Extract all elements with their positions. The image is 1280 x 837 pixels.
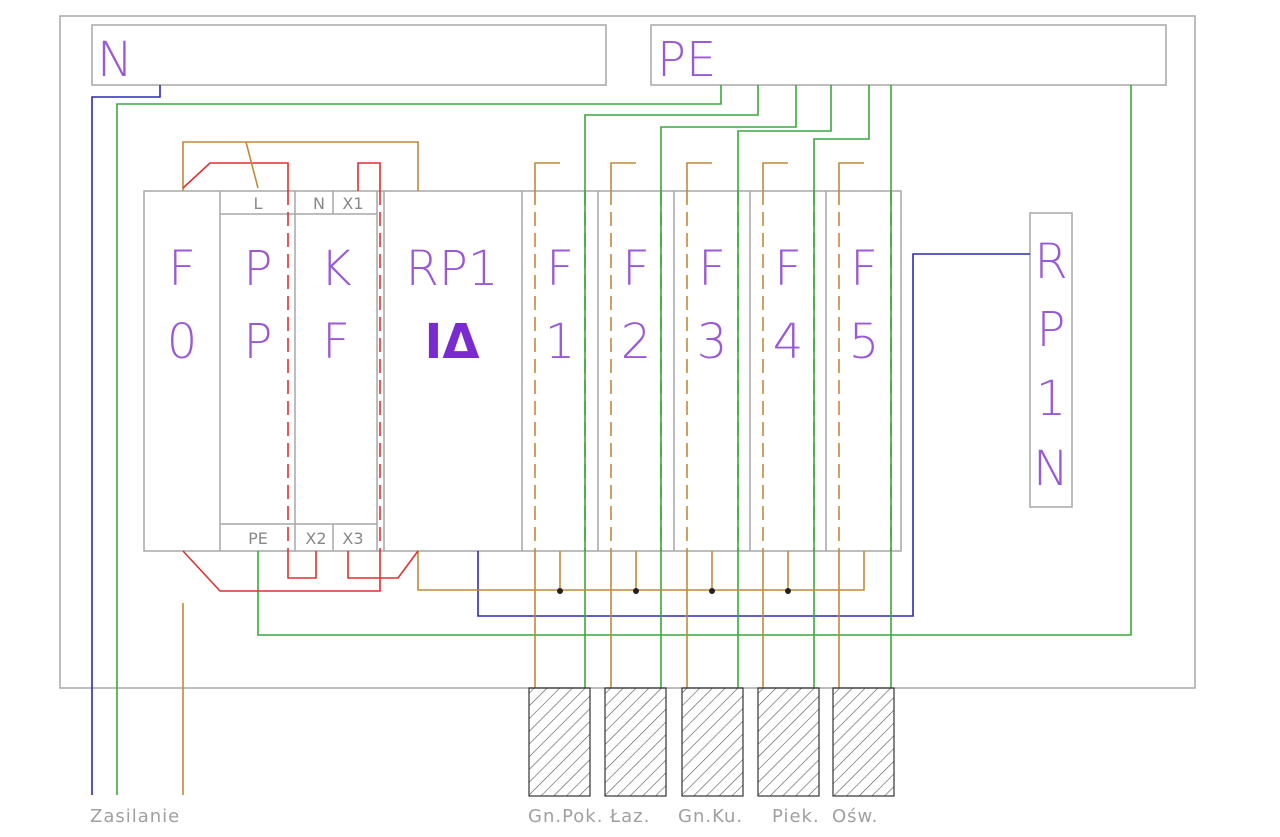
control-bottom-left-wire (182, 550, 381, 592)
f3-label-2: 3 (697, 314, 728, 370)
pe-supply-wire (116, 85, 722, 795)
kf-terminal-x3: X3 (342, 529, 363, 548)
phase-bottom-bus (417, 551, 865, 591)
control-top-right-wire (357, 162, 381, 191)
rp1-label-2: IΔ (424, 314, 479, 370)
rp1-label-1: RP1 (406, 241, 499, 297)
f0-label-2: 0 (167, 314, 198, 370)
pp-terminal-l: L (254, 194, 263, 213)
phase-top-link (245, 141, 259, 189)
rp1n-char-2: P (1037, 302, 1066, 358)
phase-circuit-wires (534, 162, 864, 688)
n-busbar: N (91, 24, 607, 88)
phase-top-bridge (182, 141, 419, 191)
control-top-wire (182, 162, 289, 191)
circuit-label-3: Gn.Ku. (678, 806, 743, 827)
circuit-label-5: Ośw. (832, 806, 878, 827)
f1-label-1: F (546, 241, 574, 297)
pp-label-2: P (244, 314, 273, 370)
kf-terminal-x1: X1 (342, 194, 363, 213)
module-row (143, 190, 902, 552)
phase-bus-taps (557, 551, 791, 594)
circuit-label-1: Gn.Pok. (528, 806, 603, 827)
f4-label-1: F (774, 241, 802, 297)
f2-label-2: 2 (621, 314, 652, 370)
f2-label-1: F (622, 241, 650, 297)
control-bottom-x3-wire (347, 550, 419, 579)
f1-label-2: 1 (545, 314, 576, 370)
f0-label-1: F (168, 241, 196, 297)
circuit-label-2: Łaz. (609, 806, 650, 827)
pe-busbar: PE (650, 24, 1167, 88)
supply-label: Zasilanie (90, 806, 180, 827)
kf-label-1: K (320, 241, 351, 297)
f3-label-1: F (698, 241, 726, 297)
n-busbar-label: N (97, 32, 133, 88)
pe-return-wire (257, 85, 1132, 636)
rp1n-box: R P 1 N (1029, 212, 1073, 508)
neutral-rcd-wire (477, 253, 1030, 617)
f5-label-2: 5 (849, 314, 880, 370)
terminal-blocks (528, 687, 895, 797)
kf-terminal-n: N (313, 194, 325, 213)
pp-terminal-pe: PE (248, 529, 268, 548)
pp-label-1: P (244, 241, 273, 297)
circuit-label-4: Piek. (772, 806, 820, 827)
f4-label-2: 4 (773, 314, 804, 370)
rp1n-char-4: N (1033, 441, 1069, 497)
neutral-supply-wire (91, 85, 161, 795)
pe-circuit-dashes (584, 191, 892, 551)
control-bottom-x2-wire (287, 551, 317, 579)
pe-busbar-label: PE (657, 32, 716, 88)
kf-label-2: F (322, 314, 350, 370)
kf-terminal-x2: X2 (305, 529, 326, 548)
rp1n-char-3: 1 (1036, 371, 1067, 427)
f5-label-1: F (850, 241, 878, 297)
rp1n-char-1: R (1034, 234, 1067, 290)
